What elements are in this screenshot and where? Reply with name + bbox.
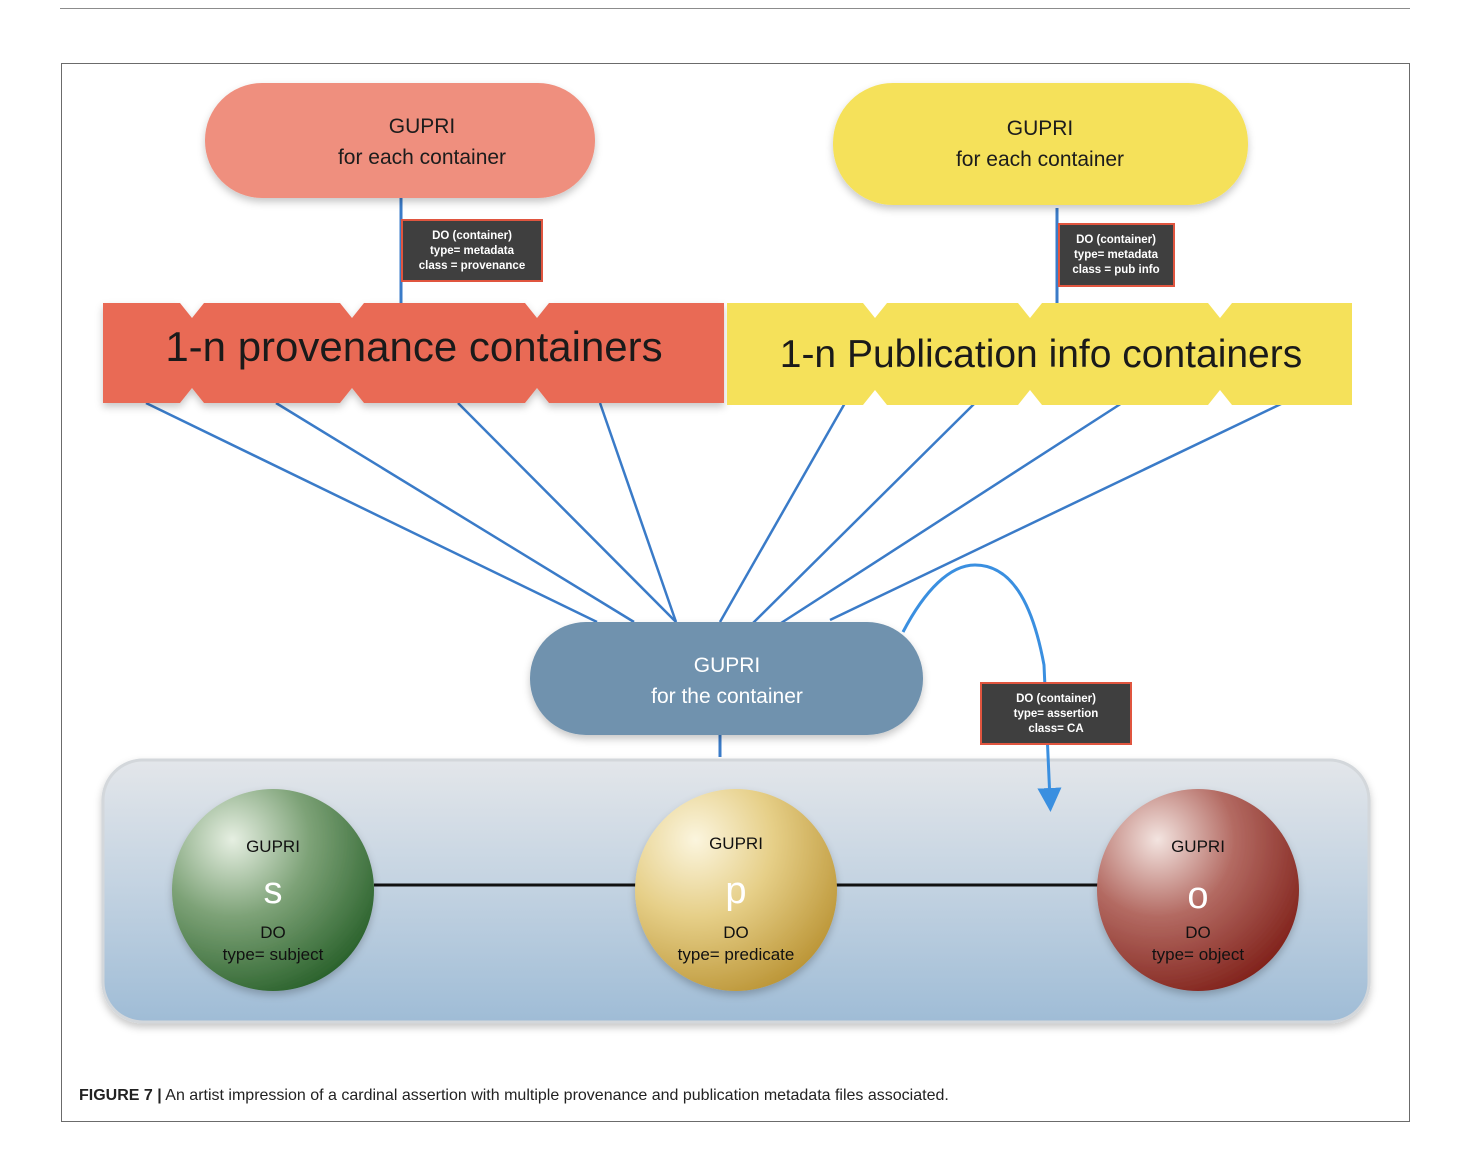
gupri-pubinfo-subtitle: for each container bbox=[956, 148, 1124, 171]
object-do: DO bbox=[1185, 923, 1211, 942]
provenance-connectors bbox=[145, 401, 678, 624]
subject-letter: s bbox=[264, 870, 283, 912]
predicate-letter: p bbox=[725, 870, 746, 912]
pubinfo-containers-text: 1-n Publication info containers bbox=[780, 333, 1302, 376]
object-node: GUPRI o DO type= object bbox=[1097, 789, 1299, 991]
gupri-container-shape bbox=[530, 622, 923, 735]
subject-node: GUPRI s DO type= subject bbox=[172, 789, 374, 991]
gupri-container-subtitle: for the container bbox=[651, 685, 803, 708]
provenance-do-label: DO (container) type= metadata class = pr… bbox=[401, 219, 543, 282]
assertion-do-label-line3: class= CA bbox=[1028, 723, 1083, 735]
object-type: type= object bbox=[1152, 945, 1244, 964]
predicate-do: DO bbox=[723, 923, 749, 942]
object-letter: o bbox=[1187, 875, 1208, 917]
gupri-pubinfo-shape bbox=[833, 83, 1248, 205]
pubinfo-do-label-line1: DO (container) bbox=[1076, 234, 1156, 246]
gupri-provenance-shape bbox=[205, 83, 595, 198]
pubinfo-do-label-line2: type= metadata bbox=[1074, 249, 1159, 261]
assertion-do-label-line1: DO (container) bbox=[1016, 693, 1096, 705]
assertion-arrow bbox=[901, 563, 1062, 812]
top-rule bbox=[60, 8, 1410, 9]
pubinfo-do-label: DO (container) type= metadata class = pu… bbox=[1058, 223, 1175, 287]
subject-type: type= subject bbox=[223, 945, 324, 964]
gupri-container-title: GUPRI bbox=[694, 654, 761, 677]
predicate-type: type= predicate bbox=[678, 945, 795, 964]
gupri-pubinfo-title: GUPRI bbox=[1007, 117, 1074, 140]
subject-gupri: GUPRI bbox=[246, 837, 300, 856]
provenance-do-label-line3: class = provenance bbox=[419, 260, 525, 272]
pubinfo-connectors bbox=[718, 401, 1284, 629]
figure-frame bbox=[61, 63, 1410, 1122]
predicate-gupri: GUPRI bbox=[709, 834, 763, 853]
figure-caption-text: An artist impression of a cardinal asser… bbox=[161, 1087, 949, 1104]
pubinfo-containers-band bbox=[727, 303, 1352, 405]
pubinfo-do-label-line3: class = pub info bbox=[1072, 264, 1159, 276]
gupri-provenance-subtitle: for each container bbox=[338, 146, 506, 169]
predicate-node: GUPRI p DO type= predicate bbox=[635, 789, 837, 991]
provenance-containers-band bbox=[103, 303, 724, 403]
assertion-do-label: DO (container) type= assertion class= CA bbox=[980, 682, 1132, 745]
object-gupri: GUPRI bbox=[1171, 837, 1225, 856]
assertion-do-label-line2: type= assertion bbox=[1014, 708, 1099, 720]
provenance-containers-text: 1-n provenance containers bbox=[165, 323, 662, 370]
figure-caption-label: FIGURE 7 | bbox=[79, 1087, 162, 1104]
provenance-do-label-line1: DO (container) bbox=[432, 230, 512, 242]
subject-do: DO bbox=[260, 923, 286, 942]
provenance-do-label-line2: type= metadata bbox=[430, 245, 515, 257]
gupri-provenance-title: GUPRI bbox=[389, 115, 456, 138]
figure-caption: FIGURE 7 | An artist impression of a car… bbox=[79, 1087, 949, 1105]
